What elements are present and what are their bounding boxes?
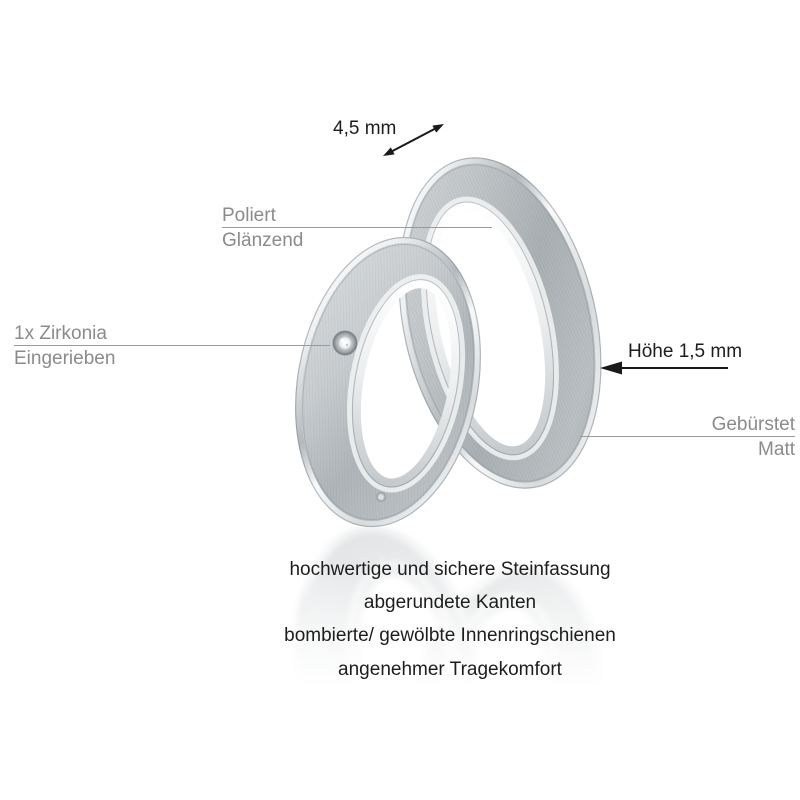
brushed-label: Gebürstet bbox=[711, 414, 795, 435]
zirconia-label: 1x Zirkonia bbox=[14, 323, 107, 344]
zirconia-sublabel: Eingerieben bbox=[14, 348, 116, 369]
rings-reflection bbox=[273, 512, 631, 800]
front-ring bbox=[295, 236, 481, 528]
brushed-callout-line bbox=[580, 436, 795, 437]
height-dimension-label: Höhe 1,5 mm bbox=[628, 341, 743, 362]
polished-sublabel: Glänzend bbox=[222, 230, 304, 251]
polished-callout-line bbox=[222, 227, 492, 228]
feature-stone-setting: hochwertige und sichere Steinfassung bbox=[289, 559, 611, 580]
zirconia-stone bbox=[332, 330, 358, 356]
height-dimension-arrow-icon bbox=[600, 361, 728, 375]
back-ring bbox=[398, 157, 602, 489]
feature-domed-inner-band: bombierte/ gewölbte Innenringschienen bbox=[284, 625, 616, 646]
width-dimension-arrow-icon bbox=[383, 124, 444, 156]
polished-label: Poliert bbox=[222, 205, 276, 226]
feature-rounded-edges: abgerundete Kanten bbox=[363, 592, 537, 613]
brushed-sublabel: Matt bbox=[758, 439, 795, 460]
width-dimension-label: 4,5 mm bbox=[333, 118, 397, 139]
rings-group bbox=[295, 157, 602, 528]
feature-wearing-comfort: angenehmer Tragekomfort bbox=[338, 659, 562, 680]
inner-stone-detail bbox=[376, 492, 386, 502]
zirconia-callout-line bbox=[14, 345, 330, 346]
